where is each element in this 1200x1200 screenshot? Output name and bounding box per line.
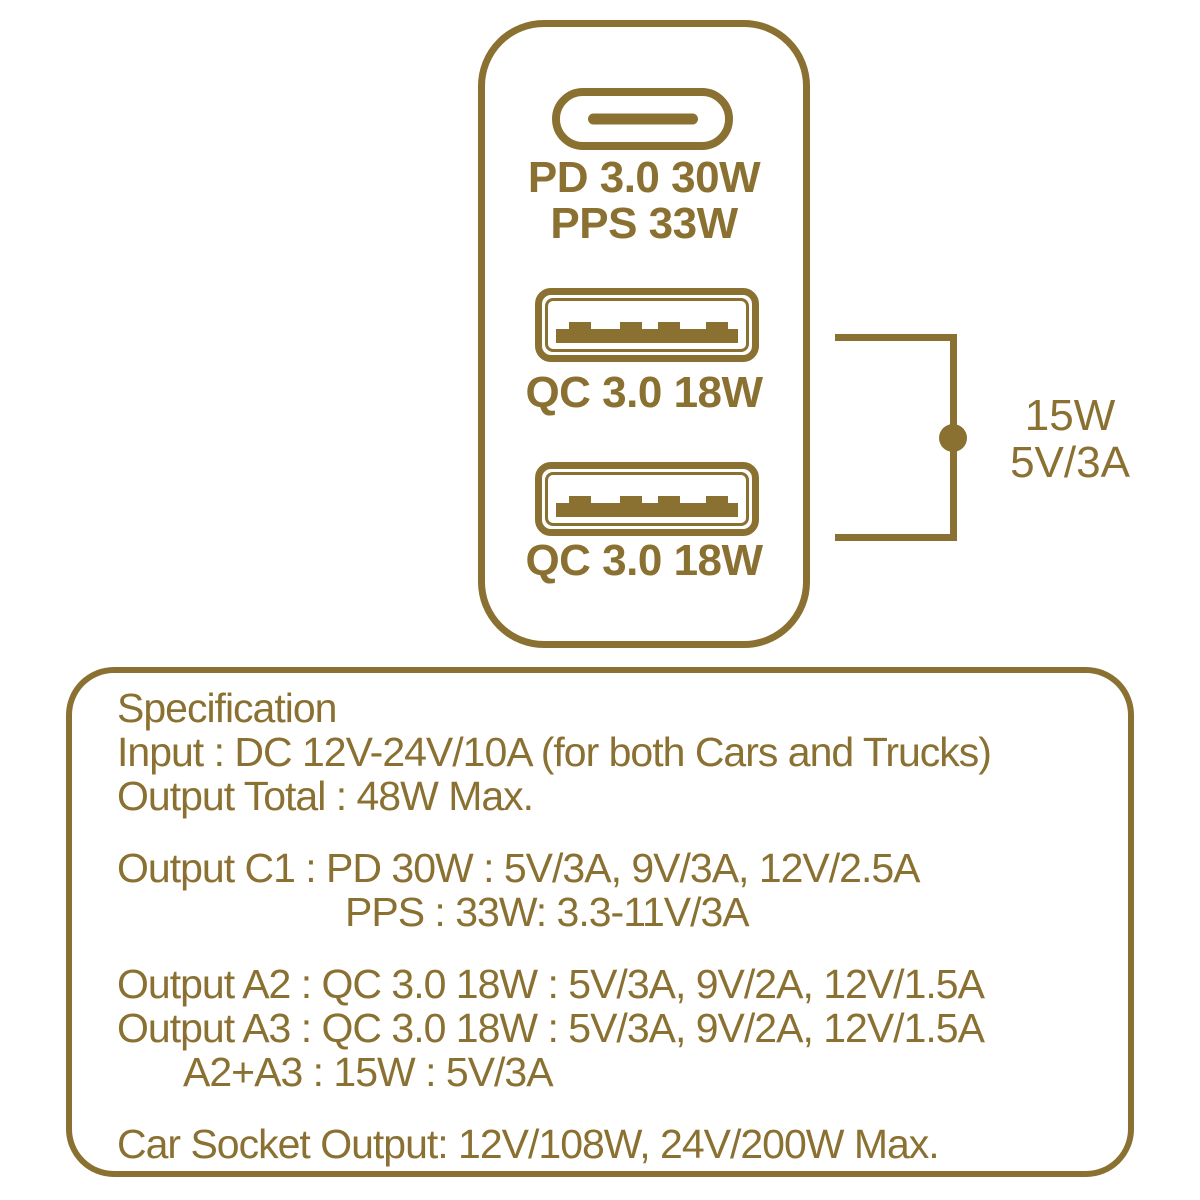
usb-a1-power-label: QC 3.0 18W [525, 368, 763, 417]
bracket-bottom-line [835, 534, 957, 541]
usb-a-port-icon [535, 462, 759, 536]
usb-a-contact-pin [620, 322, 642, 330]
spec-line-output-a3: Output A3 : QC 3.0 18W : 5V/3A, 9V/2A, 1… [117, 1005, 985, 1051]
usb-a-contact-pin [658, 322, 680, 330]
usb-c-pin-bar [587, 113, 698, 125]
spec-line-car-socket: Car Socket Output: 12V/108W, 24V/200W Ma… [117, 1121, 940, 1167]
usb-c-power-label-line2: PPS 33W [550, 199, 738, 248]
spec-line-a2-plus-a3: A2+A3 : 15W : 5V/3A [183, 1049, 554, 1095]
bracket-junction-dot [939, 424, 967, 452]
usb-a-port-inner-frame [545, 298, 749, 352]
usb-a-port-inner-frame [545, 472, 749, 526]
specification-text: Specification Input : DC 12V-24V/10A (fo… [117, 686, 1167, 1166]
usb-a2-power-label: QC 3.0 18W [525, 536, 763, 585]
spec-line-input: Input : DC 12V-24V/10A (for both Cars an… [117, 729, 992, 775]
usb-a-contact-pin [658, 496, 680, 504]
spec-line-pps: PPS : 33W: 3.3-11V/3A [345, 889, 750, 935]
bracket-top-line [835, 334, 957, 341]
spec-line-output-total: Output Total : 48W Max. [117, 773, 534, 819]
usb-c-power-label-line1: PD 3.0 30W [527, 153, 761, 202]
combined-output-callout: 15W 5V/3A [985, 392, 1155, 486]
usb-a-contact-pin [569, 496, 591, 504]
usb-a-contact-pin [569, 322, 591, 330]
charger-faceplate-outline [478, 20, 810, 648]
usb-a-contact-pin [620, 496, 642, 504]
combined-output-volts-amps: 5V/3A [1010, 438, 1130, 487]
spec-line-output-a2: Output A2 : QC 3.0 18W : 5V/3A, 9V/2A, 1… [117, 961, 985, 1007]
usb-a-port-icon [535, 288, 759, 362]
specification-title: Specification [117, 685, 337, 731]
usb-a-contact-bar [556, 496, 738, 517]
spec-line-output-c1: Output C1 : PD 30W : 5V/3A, 9V/3A, 12V/2… [117, 845, 921, 891]
usb-c-power-label: PD 3.0 30W PPS 33W [478, 155, 810, 247]
usb-a-contact-pin [706, 322, 728, 330]
usb-c-port-icon [552, 88, 733, 150]
usb-a-contact-pin [706, 496, 728, 504]
combined-output-watts: 15W [1024, 391, 1116, 440]
usb-a-contact-bar [556, 322, 738, 343]
specification-box-outline [66, 667, 1134, 1177]
